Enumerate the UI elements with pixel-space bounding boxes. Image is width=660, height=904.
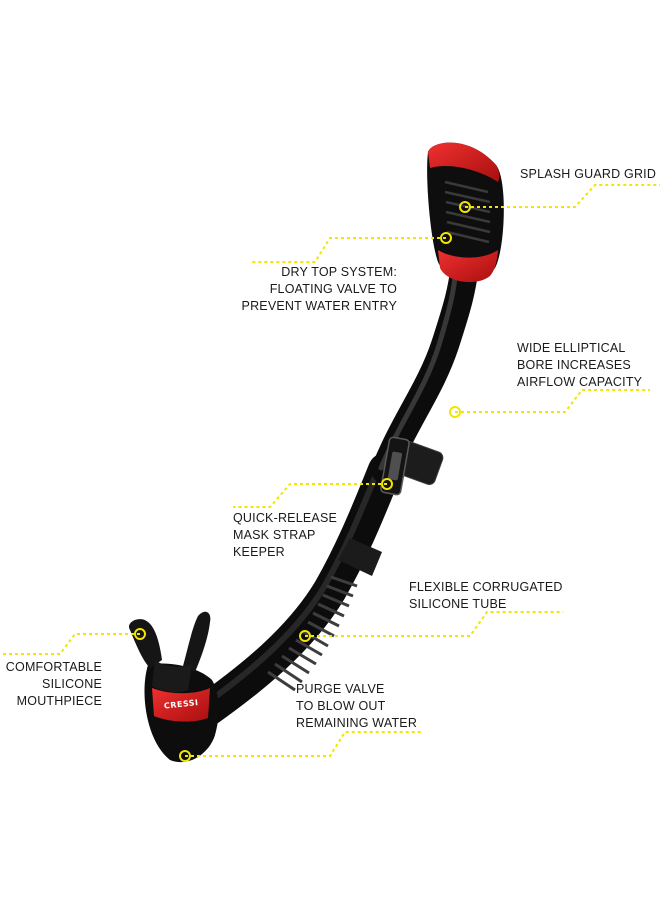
strap-keeper-clip (380, 436, 410, 496)
label-line: BORE INCREASES (517, 358, 631, 372)
red-cap-top (428, 142, 500, 182)
callout-dot-drytop (440, 232, 452, 244)
callout-line-bore (455, 389, 650, 413)
callout-line-drytop (250, 237, 446, 263)
label-line: FLOATING VALVE TO (269, 282, 397, 296)
callout-dot-tube (299, 630, 311, 642)
label-line: SILICONE TUBE (409, 597, 507, 611)
callout-dot-bore (449, 406, 461, 418)
label-line: REMAINING WATER (296, 716, 418, 730)
callout-lines (0, 184, 660, 757)
callout-dots (134, 201, 471, 762)
label-mouthpiece: COMFORTABLE SILICONE MOUTHPIECE (0, 659, 102, 710)
tube-lower (183, 453, 402, 732)
label-line: DRY TOP SYSTEM: (281, 265, 397, 279)
label-line: TO BLOW OUT (296, 699, 386, 713)
callout-line-splash (465, 184, 660, 208)
red-cap-bottom (438, 250, 498, 283)
callout-line-purge (185, 731, 423, 757)
label-line: PREVENT WATER ENTRY (241, 299, 397, 313)
brand-logo: CRESSI (164, 698, 199, 711)
callout-dot-keeper (381, 478, 393, 490)
label-line: PURGE VALVE (296, 682, 385, 696)
label-purge-valve: PURGE VALVE TO BLOW OUT REMAINING WATER (296, 681, 417, 732)
mouthpiece-assembly: CRESSI (129, 611, 219, 763)
label-flexible-tube: FLEXIBLE CORRUGATED SILICONE TUBE (409, 579, 563, 613)
label-line: SPLASH GUARD GRID (520, 167, 657, 181)
label-line: MOUTHPIECE (16, 694, 102, 708)
label-dry-top-system: DRY TOP SYSTEM: FLOATING VALVE TO PREVEN… (240, 264, 397, 315)
label-line: COMFORTABLE (5, 660, 102, 674)
callout-dot-purge (179, 750, 191, 762)
tube-upper (371, 251, 479, 484)
label-line: WIDE ELLIPTICAL (517, 341, 626, 355)
callout-line-keeper (233, 483, 387, 508)
label-line: KEEPER (233, 545, 285, 559)
callout-dot-mouthpiece (134, 628, 146, 640)
label-line: QUICK-RELEASE (233, 511, 338, 525)
label-line: FLEXIBLE CORRUGATED (409, 580, 563, 594)
label-wide-elliptical-bore: WIDE ELLIPTICAL BORE INCREASES AIRFLOW C… (517, 340, 642, 391)
label-splash-guard-grid: SPLASH GUARD GRID (520, 166, 656, 183)
label-line: AIRFLOW CAPACITY (517, 375, 643, 389)
callout-dot-splash (459, 201, 471, 213)
callout-line-mouthpiece (0, 633, 140, 655)
label-line: MASK STRAP (233, 528, 316, 542)
corrugated-tube (267, 575, 358, 692)
tube-collar (338, 538, 382, 576)
brand-label-band (152, 688, 210, 722)
label-line: SILICONE (42, 677, 102, 691)
splash-guard-grid (444, 180, 491, 244)
label-quick-release-keeper: QUICK-RELEASE MASK STRAP KEEPER (233, 510, 337, 561)
